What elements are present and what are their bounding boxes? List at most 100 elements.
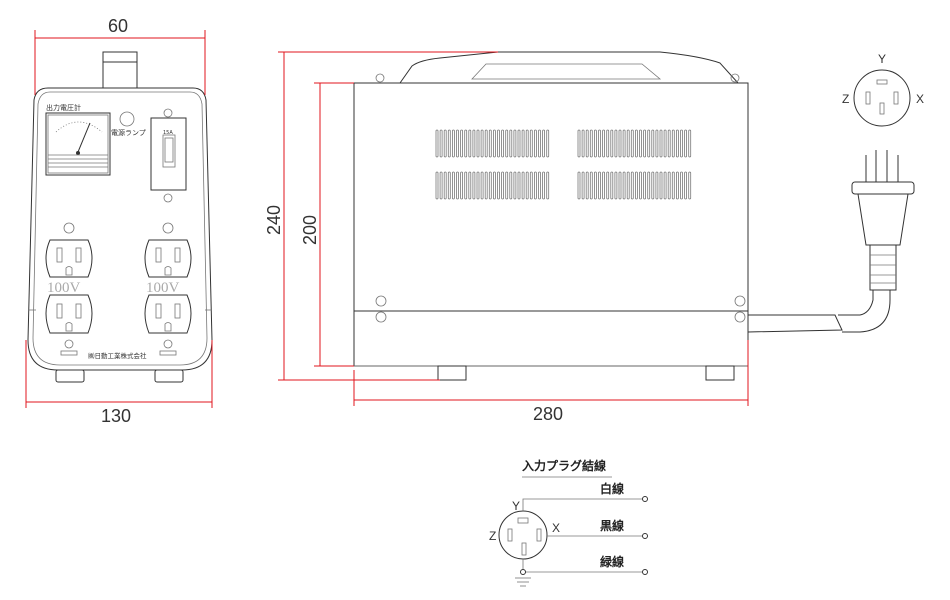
vent-slot <box>456 129 459 158</box>
maker-label: ㈱日動工業株式会社 <box>88 351 147 360</box>
vent-slot <box>488 171 492 200</box>
vent-slot <box>663 171 667 200</box>
vent-slot <box>676 171 679 200</box>
vent-slot <box>667 129 671 158</box>
vent-slot <box>622 129 626 158</box>
vent-slot <box>464 171 468 200</box>
dimension-280: 280 <box>353 340 749 424</box>
vent-slot <box>630 171 634 200</box>
vent-slot <box>594 171 597 200</box>
dimension-240: 240 <box>264 51 498 381</box>
vent-slot <box>585 171 589 200</box>
dimension-60: 60 <box>34 16 206 95</box>
lamp-label: 電源ランプ <box>111 128 146 137</box>
vent-slot <box>534 171 537 200</box>
vent-slot <box>659 171 663 200</box>
vent-slot <box>626 171 630 200</box>
vent-slot <box>538 129 541 158</box>
vent-slot <box>688 171 692 200</box>
vent-slot <box>589 171 593 200</box>
wiring-title: 入力プラグ結線 <box>522 458 606 473</box>
vent-slot <box>581 171 585 200</box>
vent-slot <box>606 171 610 200</box>
vent-slot <box>505 129 509 158</box>
vent-slot <box>639 129 642 158</box>
vent-slot <box>521 129 525 158</box>
vent-slot <box>497 171 500 200</box>
power-cord <box>747 314 843 333</box>
vent-slot <box>577 129 581 158</box>
svg-text:Y: Y <box>878 52 886 66</box>
vent-slot <box>684 129 687 158</box>
vent-slot <box>598 129 601 158</box>
vent-slot <box>501 129 505 158</box>
dimension-130: 130 <box>25 340 213 426</box>
vent-slot <box>538 171 541 200</box>
vent-slot <box>447 129 451 158</box>
carry-handle <box>399 51 739 84</box>
vent-slot <box>655 129 659 158</box>
vent-slot <box>472 129 476 158</box>
svg-text:60: 60 <box>108 16 128 36</box>
vent-slot <box>635 171 638 200</box>
vent-slot <box>630 129 634 158</box>
vent-slot <box>439 129 443 158</box>
vent-slot <box>521 171 525 200</box>
vent-slot <box>456 171 459 200</box>
foot <box>705 365 735 381</box>
vent-slot <box>671 129 675 158</box>
svg-text:240: 240 <box>264 205 284 235</box>
vent-slot <box>525 171 529 200</box>
vent-slot <box>447 171 451 200</box>
wire-green-label: 緑線 <box>600 554 624 569</box>
vent-slot <box>505 171 509 200</box>
vent-slot <box>618 171 622 200</box>
vent-slot <box>542 171 545 200</box>
vent-slot <box>635 129 638 158</box>
svg-text:280: 280 <box>533 404 563 424</box>
vent-slot <box>585 129 589 158</box>
foot <box>55 369 85 383</box>
vent-slot <box>671 171 675 200</box>
vent-slot <box>581 129 585 158</box>
vent-slot <box>451 171 455 200</box>
vent-slot <box>684 171 687 200</box>
handle-top <box>102 51 138 89</box>
vent-slot <box>651 171 655 200</box>
svg-text:15A: 15A <box>163 130 173 136</box>
vent-slot <box>451 129 455 158</box>
breaker-switch: 15A <box>150 117 187 191</box>
vent-slot <box>594 129 597 158</box>
svg-text:200: 200 <box>300 215 320 245</box>
vent-slot <box>647 171 651 200</box>
vent-slot <box>602 129 605 158</box>
vent-slot <box>534 129 537 158</box>
svg-text:X: X <box>916 92 924 106</box>
svg-text:130: 130 <box>101 406 131 426</box>
vent-slot <box>651 129 655 158</box>
vent-slot <box>464 129 468 158</box>
vent-slot <box>647 129 651 158</box>
vent-slot <box>529 171 533 200</box>
vent-slot <box>610 171 614 200</box>
vent-slot <box>468 171 472 200</box>
vent-slot <box>476 129 480 158</box>
vent-slot <box>476 171 480 200</box>
plug-face: Y Z X <box>842 52 924 127</box>
vent-slot <box>659 129 663 158</box>
outlet <box>144 294 192 334</box>
vent-slot <box>626 129 630 158</box>
power-lamp <box>119 111 135 127</box>
vent-slot <box>598 171 601 200</box>
vent-slot <box>610 129 614 158</box>
side-view <box>353 51 891 381</box>
svg-text:Y: Y <box>512 499 520 513</box>
vent-slot <box>525 129 529 158</box>
vent-slot <box>492 171 496 200</box>
front-view: 出力電圧計 電源ランプ 15A <box>27 51 213 383</box>
vent-slots <box>435 129 692 200</box>
vent-slot <box>577 171 581 200</box>
vent-slot <box>602 171 605 200</box>
vent-slot <box>484 171 488 200</box>
vent-slot <box>501 171 505 200</box>
